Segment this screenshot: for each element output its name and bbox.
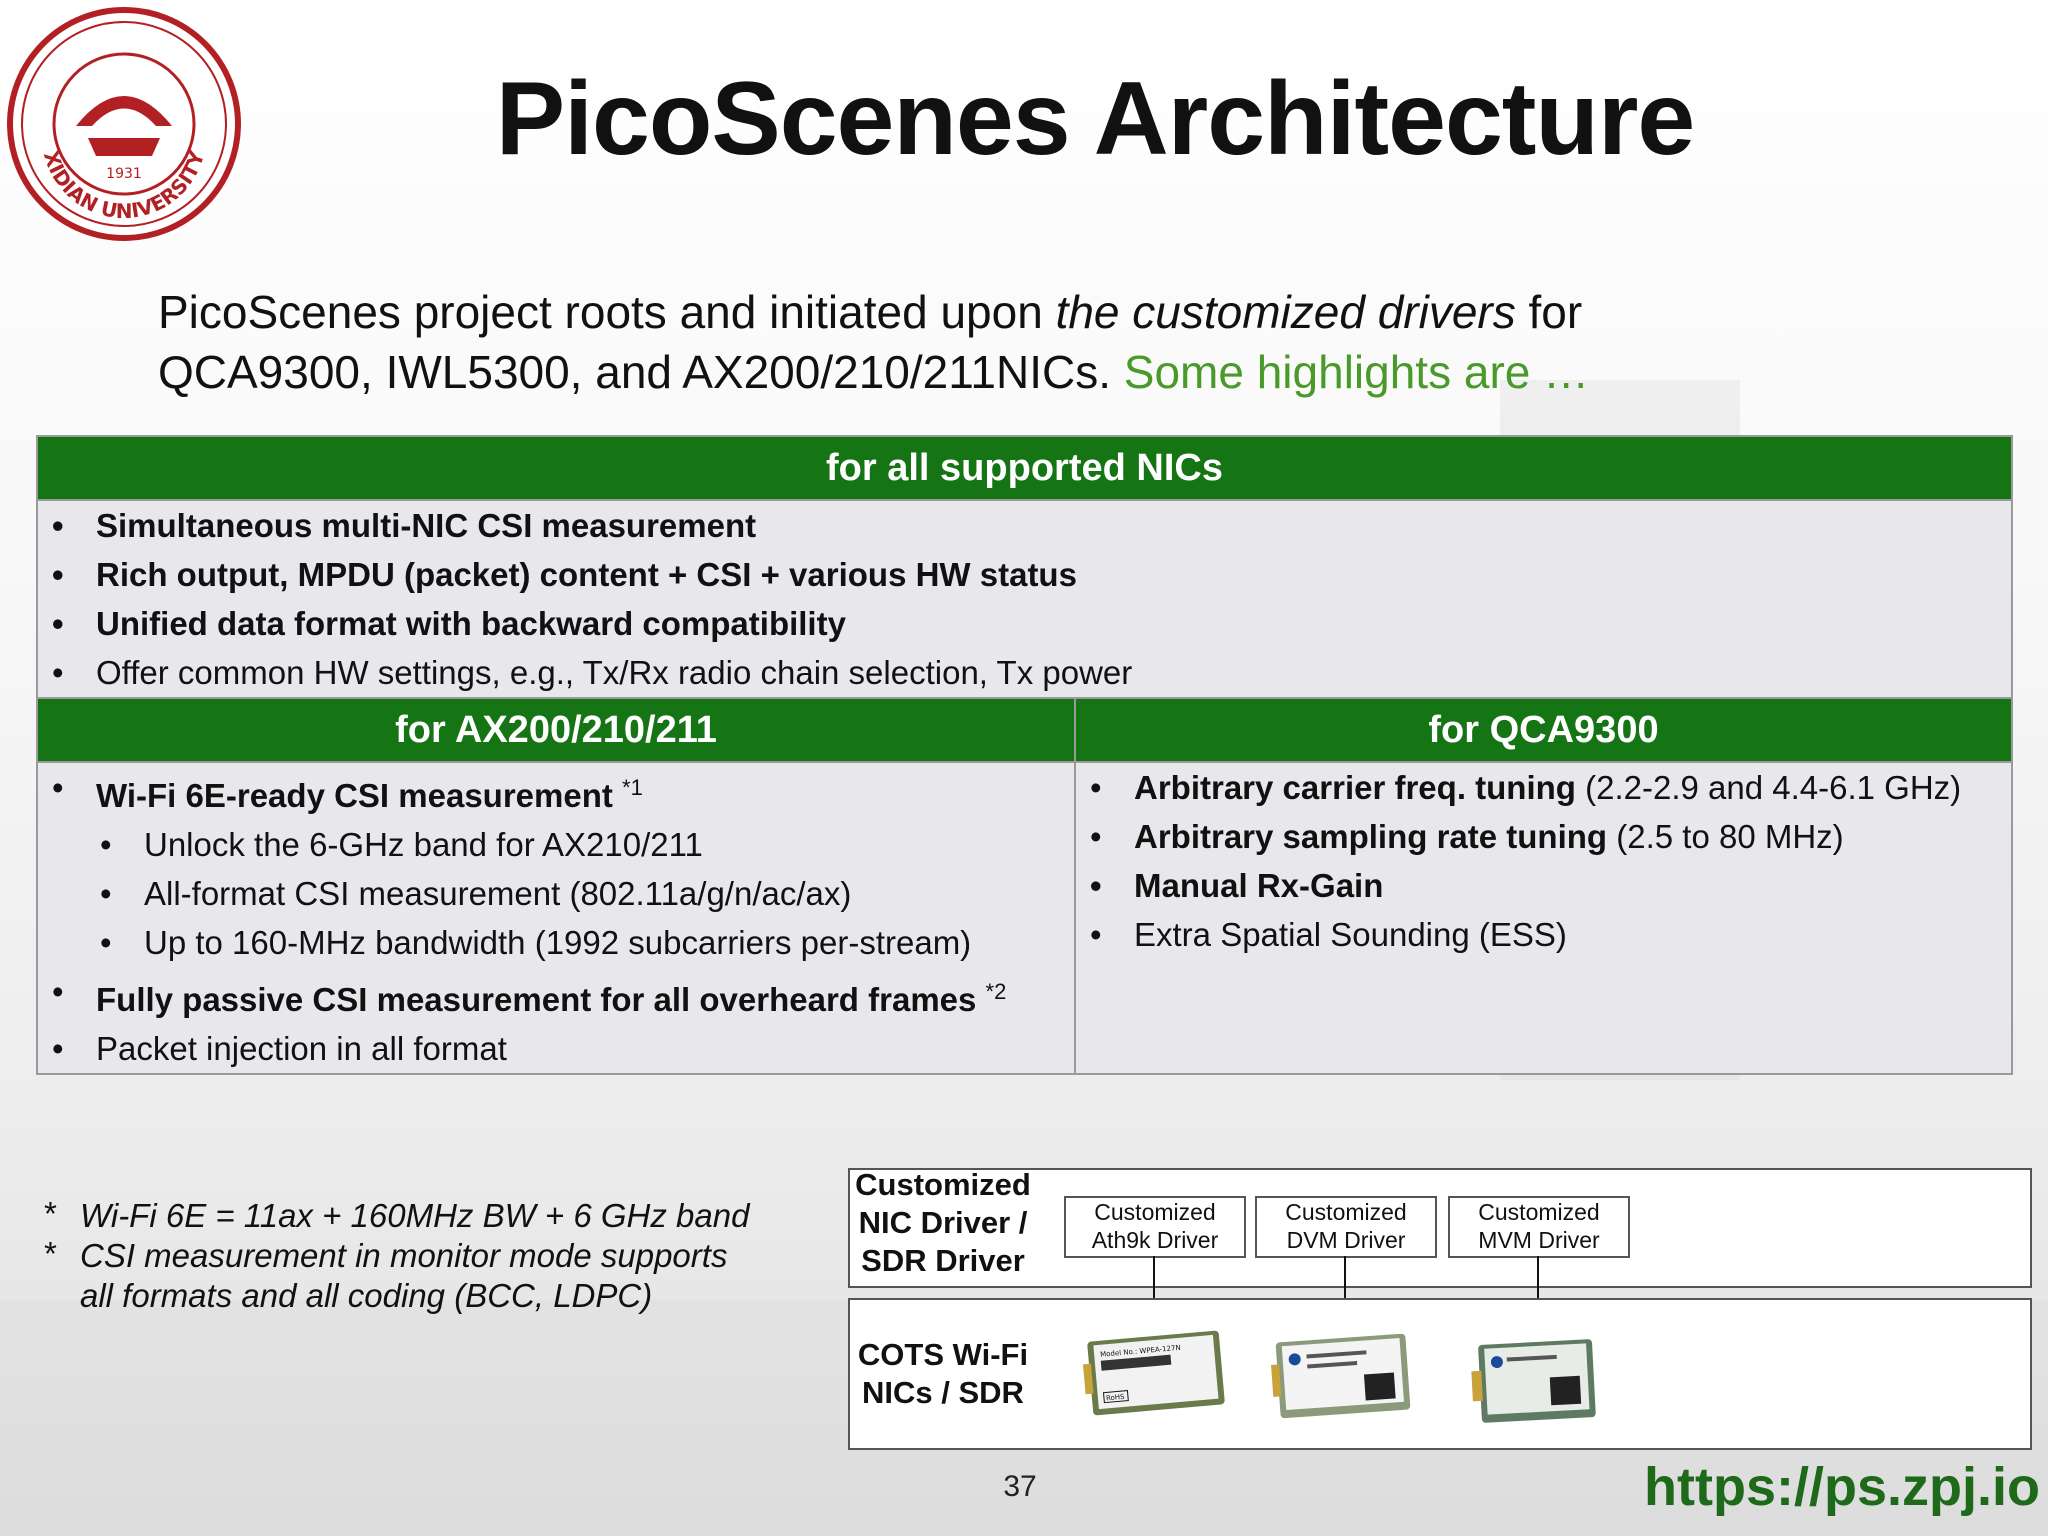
footnote-1: * Wi-Fi 6E = 11ax + 160MHz BW + 6 GHz ban… <box>44 1195 824 1236</box>
all-nics-list: Simultaneous multi-NIC CSI measurement R… <box>38 501 2011 697</box>
list-item: Up to 160-MHz bandwidth (1992 subcarrier… <box>38 918 1074 967</box>
ath9k-nic-card-image: Model No.: WPEA-127N RoHS <box>1082 1330 1225 1416</box>
driver-label: Ath9k Driver <box>1091 1227 1219 1253</box>
list-item: Unified data format with backward compat… <box>38 599 2011 648</box>
ath9k-driver-box: Customized Ath9k Driver <box>1064 1196 1246 1258</box>
ax-list: Wi-Fi 6E-ready CSI measurement *1 Unlock… <box>38 763 1074 1073</box>
intro-paragraph: PicoScenes project roots and initiated u… <box>158 282 1958 402</box>
driver-layer-box <box>848 1168 2032 1288</box>
intro-italic: the customized drivers <box>1055 286 1516 338</box>
driver-layer-label: Customized NIC Driver / SDR Driver <box>848 1166 1038 1280</box>
driver-label: Customized <box>1094 1199 1216 1225</box>
mvm-driver-box: Customized MVM Driver <box>1448 1196 1630 1258</box>
page-title: PicoScenes Architecture <box>495 61 1696 177</box>
footnote-2: * CSI measurement in monitor mode support… <box>44 1235 824 1316</box>
footnote-ref: *1 <box>622 775 643 800</box>
ax-cell: Wi-Fi 6E-ready CSI measurement *1 Unlock… <box>36 761 1076 1075</box>
driver-label: MVM Driver <box>1478 1227 1600 1253</box>
list-item: Offer common HW settings, e.g., Tx/Rx ra… <box>38 648 2011 697</box>
qca-header: for QCA9300 <box>1074 697 2013 763</box>
list-item: Packet injection in all format <box>38 1024 1074 1073</box>
ax-item-1: Wi-Fi 6E-ready CSI measurement <box>96 777 623 814</box>
intro-text-3: QCA9300, IWL5300, and AX200/210/211NICs. <box>158 346 1124 398</box>
list-item: Wi-Fi 6E-ready CSI measurement *1 <box>38 763 1074 820</box>
dvm-nic-card-image <box>1271 1333 1411 1419</box>
driver-layer-label-1: Customized <box>855 1167 1031 1202</box>
qca-item-1-bold: Arbitrary carrier freq. tuning <box>1134 769 1576 806</box>
dvm-driver-box: Customized DVM Driver <box>1255 1196 1437 1258</box>
driver-label: Customized <box>1285 1199 1407 1225</box>
ax-header: for AX200/210/211 <box>36 697 1076 763</box>
asterisk: * <box>44 1235 57 1272</box>
qca-item-1-rest: (2.2-2.9 and 4.4-6.1 GHz) <box>1575 769 1962 806</box>
card-rohs-text: RoHS <box>1106 1393 1126 1403</box>
list-item: Manual Rx-Gain <box>1076 861 2011 910</box>
project-url[interactable]: https://ps.zpj.io <box>1644 1457 2040 1517</box>
footnote-ref: *2 <box>985 979 1007 1004</box>
list-item: Arbitrary sampling rate tuning (2.5 to 8… <box>1076 812 2011 861</box>
nic-layer-label-1: COTS Wi-Fi <box>857 1337 1029 1372</box>
driver-label: DVM Driver <box>1286 1227 1406 1253</box>
intro-text-2: for <box>1515 286 1583 338</box>
nic-layer-box <box>848 1298 2032 1450</box>
nic-layer-label: COTS Wi-Fi NICs / SDR <box>848 1336 1038 1412</box>
qca-item-2-bold: Arbitrary sampling rate tuning <box>1134 818 1608 855</box>
list-item: Extra Spatial Sounding (ESS) <box>1076 910 2011 959</box>
footnotes: * Wi-Fi 6E = 11ax + 160MHz BW + 6 GHz ban… <box>44 1195 824 1316</box>
footnote-1-text: Wi-Fi 6E = 11ax + 160MHz BW + 6 GHz band <box>80 1197 750 1234</box>
intro-highlight: Some highlights are … <box>1123 346 1590 398</box>
page-number: 37 <box>1003 1470 1037 1503</box>
driver-layer-label-3: SDR Driver <box>861 1243 1025 1278</box>
mvm-nic-card-image <box>1471 1339 1596 1423</box>
ax-item-2: Fully passive CSI measurement for all ov… <box>96 981 986 1018</box>
list-item: Fully passive CSI measurement for all ov… <box>38 967 1074 1024</box>
all-nics-header: for all supported NICs <box>36 435 2013 501</box>
seal-year: 1931 <box>106 166 142 182</box>
list-item: Rich output, MPDU (packet) content + CSI… <box>38 550 2011 599</box>
list-item: All-format CSI measurement (802.11a/g/n/… <box>38 869 1074 918</box>
list-item: Arbitrary carrier freq. tuning (2.2-2.9 … <box>1076 763 2011 812</box>
asterisk: * <box>44 1195 57 1232</box>
list-item: Unlock the 6-GHz band for AX210/211 <box>38 820 1074 869</box>
all-nics-cell: Simultaneous multi-NIC CSI measurement R… <box>36 499 2013 699</box>
driver-label: Customized <box>1478 1199 1600 1225</box>
qca-list: Arbitrary carrier freq. tuning (2.2-2.9 … <box>1076 763 2011 959</box>
footnote-2-text: CSI measurement in monitor mode supports <box>80 1237 728 1274</box>
intro-text-1: PicoScenes project roots and initiated u… <box>158 286 1056 338</box>
qca-cell: Arbitrary carrier freq. tuning (2.2-2.9 … <box>1074 761 2013 1075</box>
qca-item-2-rest: (2.5 to 80 MHz) <box>1607 818 1844 855</box>
nic-layer-label-2: NICs / SDR <box>862 1375 1024 1410</box>
list-item: Simultaneous multi-NIC CSI measurement <box>38 501 2011 550</box>
xidian-university-seal: XIDIAN UNIVERSITY 1931 <box>7 7 241 241</box>
footnote-2-text-b: all formats and all coding (BCC, LDPC) <box>80 1277 653 1314</box>
feature-table: for all supported NICs Simultaneous mult… <box>36 435 2013 1075</box>
driver-layer-label-2: NIC Driver / <box>858 1205 1028 1240</box>
